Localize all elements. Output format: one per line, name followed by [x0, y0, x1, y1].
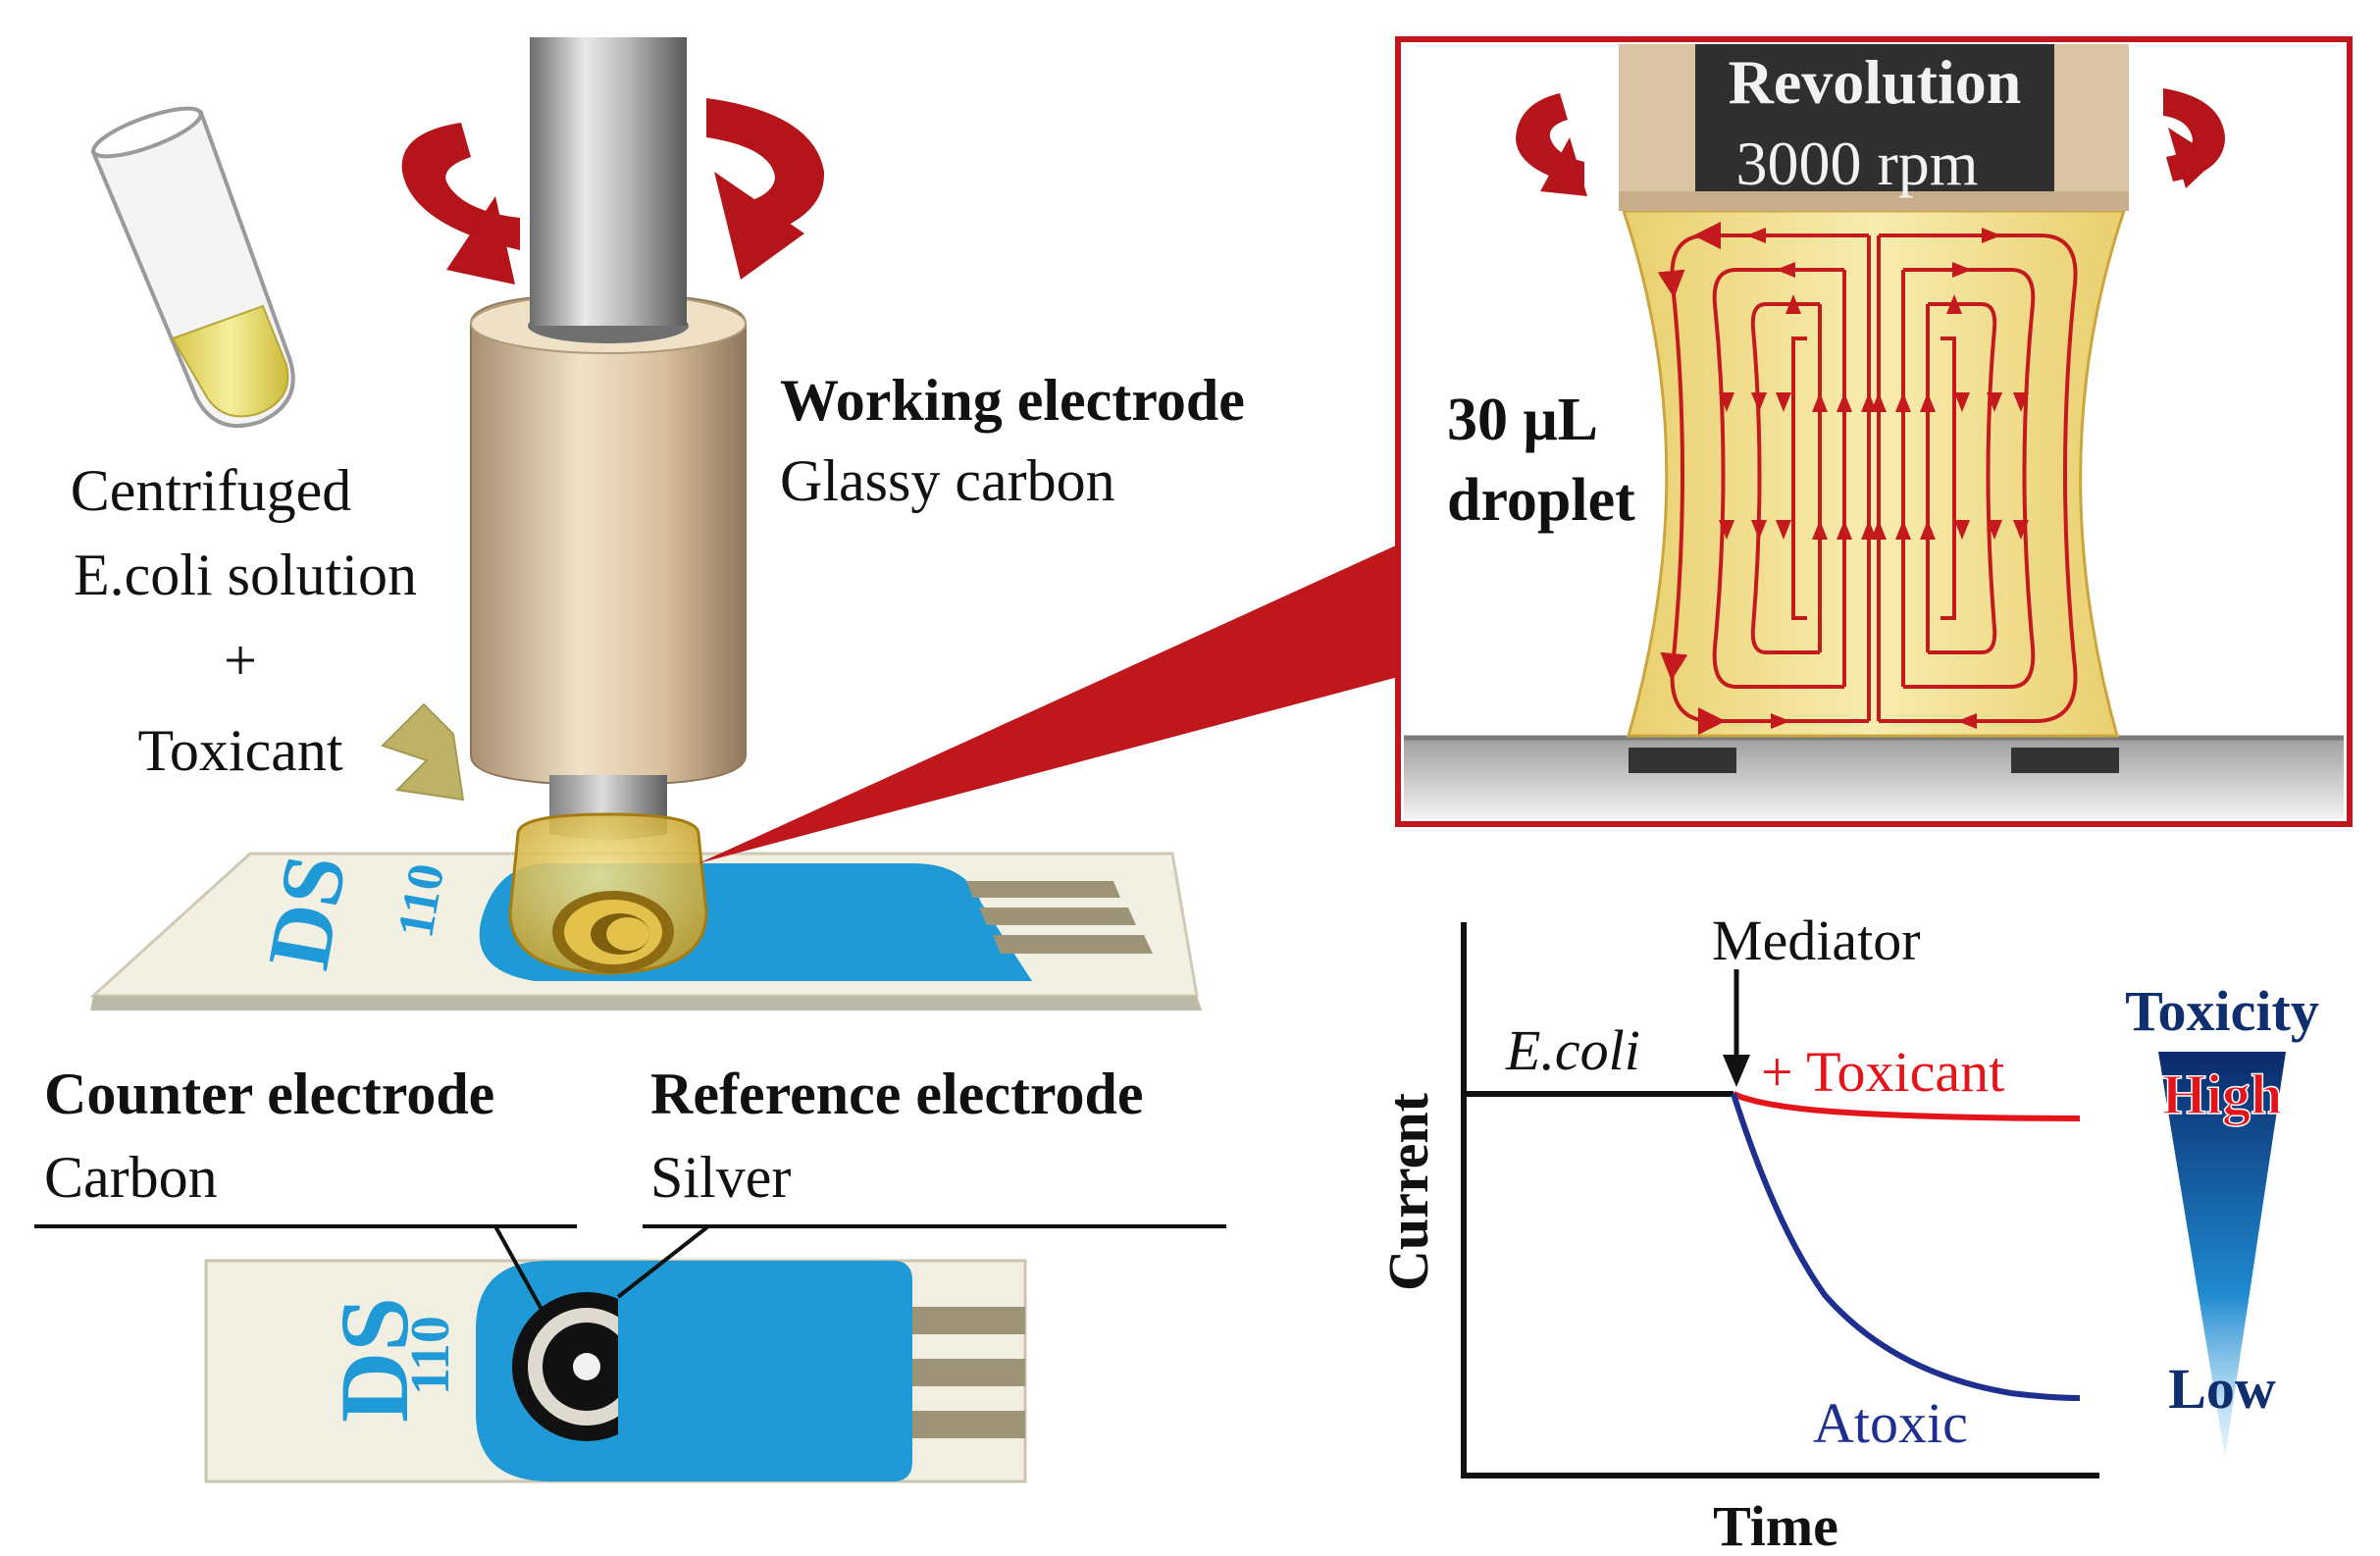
sample-label-plus: +: [224, 628, 257, 693]
counter-electrode-material: Carbon: [44, 1145, 218, 1210]
mediator-label: Mediator: [1712, 908, 1921, 972]
reference-electrode-material: Silver: [650, 1145, 791, 1210]
toxicity-scale-wedge: [2158, 1052, 2286, 1457]
reference-electrode-title: Reference electrode: [650, 1062, 1143, 1126]
inset-rotation-arrow-right-icon: [2163, 88, 2225, 188]
test-tube-icon: [90, 106, 295, 429]
strip-model-label: 110: [388, 859, 455, 942]
toxicity-title: Toxicity: [2125, 979, 2319, 1043]
sample-label-line1: Centrifuged: [71, 458, 352, 523]
x-axis-label: Time: [1713, 1494, 1838, 1556]
revolution-label: Revolution: [1729, 47, 2022, 117]
reference-leader-line: [616, 1224, 710, 1299]
flat-strip-model-label: 110: [400, 1316, 461, 1395]
drop-arrow-icon: [381, 702, 465, 802]
sample-label-line3: Toxicant: [137, 718, 342, 783]
current-time-graph: Current Time E.coli Mediator + Toxicant …: [1376, 908, 2319, 1556]
mediator-arrow-head-icon: [1723, 1055, 1750, 1087]
inset-rotation-arrow-left-icon: [1516, 93, 1587, 196]
toxicity-low-label: Low: [2168, 1357, 2276, 1421]
flat-strip-brand-label: DS: [320, 1297, 429, 1423]
toxicant-label: + Toxicant: [1761, 1040, 2004, 1104]
droplet-flow-inset: Revolution 3000 rpm: [1395, 36, 2353, 827]
sample-label-line2: E.coli solution: [74, 543, 417, 607]
rpm-label: 3000 rpm: [1735, 129, 1978, 198]
toxicity-high-label: High: [2162, 1063, 2283, 1126]
rotation-arrow-right-icon: [706, 98, 825, 280]
sensor-strip-flat: DS 110: [204, 1259, 1027, 1483]
counter-leader-line: [493, 1225, 546, 1316]
strip-brand-label: DS: [250, 848, 365, 976]
droplet-label: droplet: [1447, 467, 1635, 534]
atoxic-curve: [1731, 1093, 2081, 1401]
toxicant-curve: [1732, 1091, 2081, 1121]
working-electrode-material: Glassy carbon: [780, 448, 1115, 513]
y-axis-label: Current: [1376, 1092, 1440, 1291]
droplet-volume-label: 30 μL: [1447, 387, 1598, 453]
atoxic-label: Atoxic: [1813, 1391, 1968, 1455]
working-electrode-assembly: [470, 37, 747, 975]
working-electrode-title: Working electrode: [780, 368, 1245, 433]
rotation-arrow-left-icon: [401, 123, 520, 285]
counter-electrode-title: Counter electrode: [44, 1062, 494, 1126]
ecoli-label: E.coli: [1505, 1018, 1640, 1082]
zoom-wedge: [698, 545, 1398, 863]
